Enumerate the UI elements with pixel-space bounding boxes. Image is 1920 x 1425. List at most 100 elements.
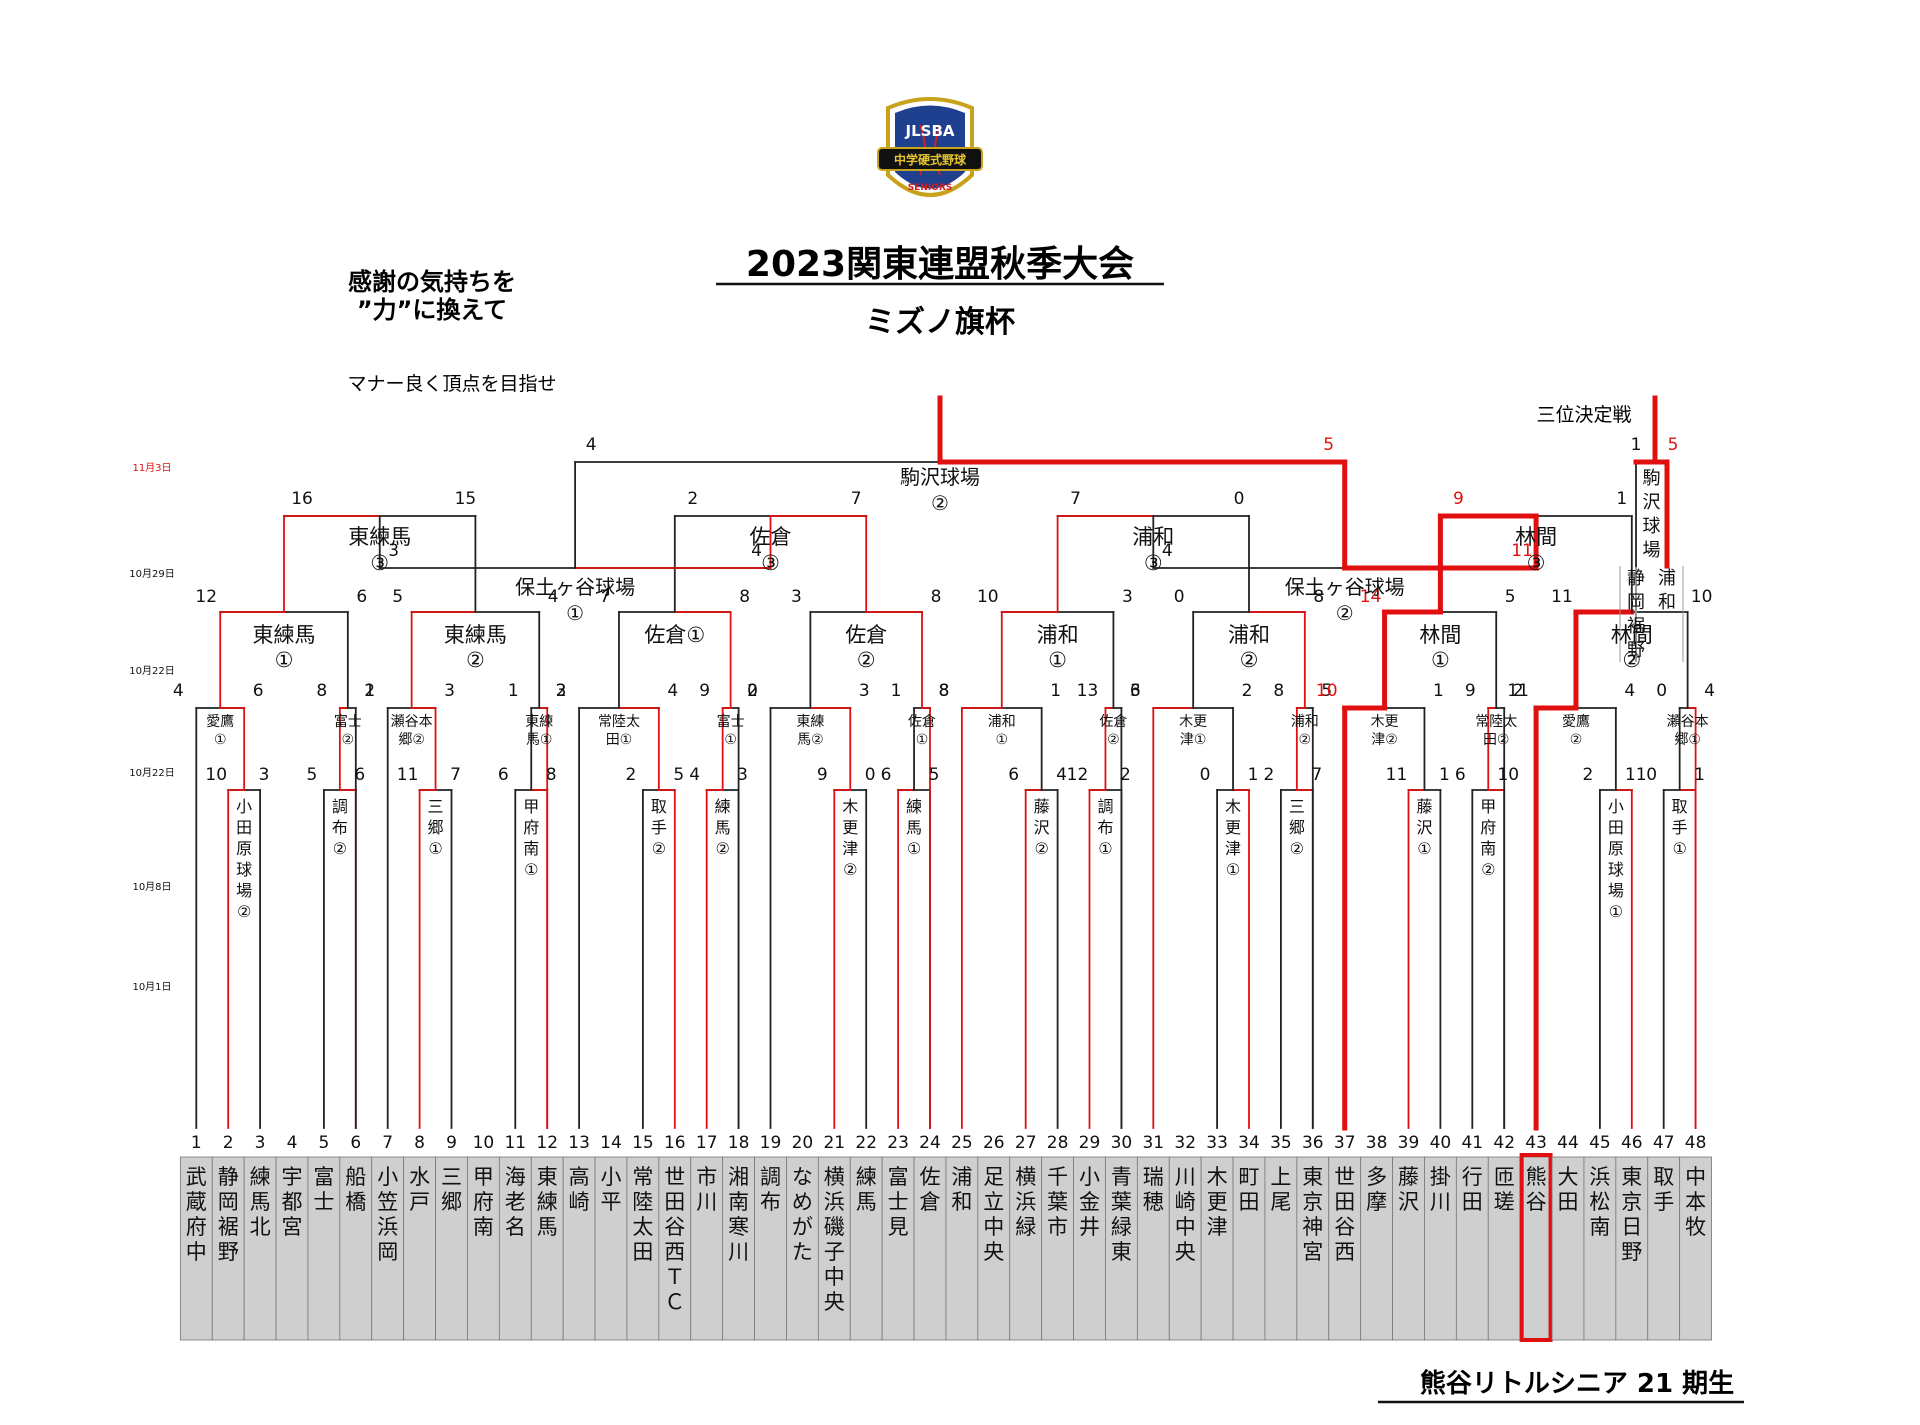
venue-label: ②: [843, 860, 857, 879]
venue-label: ②: [652, 839, 666, 858]
team-name: 練: [856, 1165, 877, 1189]
score: 11: [1386, 765, 1408, 785]
team-name: 見: [888, 1215, 909, 1239]
seed-number: 26: [983, 1133, 1005, 1153]
score: 12: [1067, 765, 1089, 785]
round-date: 10月8日: [132, 881, 171, 893]
team-name: 穂: [1143, 1190, 1164, 1214]
team-name: 崎: [1175, 1190, 1196, 1214]
team-name: 本: [1685, 1190, 1706, 1214]
score: 13: [1077, 681, 1099, 701]
team-name: 船: [345, 1165, 366, 1189]
titles: 2023関東連盟秋季大会 ミズノ旗杯 感謝の気持ちを ”力”に換えて マナー良く…: [347, 244, 1744, 1404]
team-name: 田: [1334, 1190, 1355, 1214]
score: 3: [556, 681, 567, 701]
score: 0: [1646, 765, 1657, 785]
venue-label: ①: [916, 732, 929, 748]
team-name: 京: [1302, 1190, 1323, 1214]
seed-number: 16: [664, 1133, 686, 1153]
team-cell: [817, 1156, 851, 1341]
team-name: 調: [760, 1165, 781, 1189]
team-cell: [594, 1156, 628, 1341]
venue-label: ②: [1299, 732, 1312, 748]
venue-label: 田: [1608, 818, 1624, 837]
team-name: 子: [824, 1240, 845, 1264]
team-name: 中: [983, 1215, 1004, 1239]
venue-label: ②: [1336, 601, 1354, 625]
team-name: 谷: [1334, 1215, 1355, 1239]
venue-label: ②: [1570, 732, 1583, 748]
team-name: 中: [1685, 1165, 1706, 1189]
seed-number: 14: [600, 1133, 622, 1153]
team-cell: [690, 1156, 724, 1341]
team-name: 千: [1047, 1165, 1068, 1189]
venue-label: 浦和: [1228, 623, 1270, 647]
venue-label: ②: [1034, 839, 1048, 858]
team-cell: [977, 1156, 1011, 1341]
venue-label: 津①: [1180, 732, 1207, 748]
team-name: 牧: [1685, 1215, 1706, 1239]
venue-label: ②: [1481, 860, 1495, 879]
venue-label: ②: [857, 648, 876, 672]
venue-label: 東練馬: [444, 623, 507, 647]
venue-label: 府: [523, 818, 539, 837]
seed-number: 31: [1142, 1133, 1164, 1153]
team-name: 井: [1079, 1215, 1100, 1239]
team-name: 布: [760, 1190, 781, 1214]
team-cell: [1296, 1156, 1330, 1341]
score: 1: [1439, 765, 1450, 785]
team-name: 南: [473, 1215, 494, 1239]
venue-label: ②: [715, 839, 729, 858]
team-name: 小: [1079, 1165, 1100, 1189]
team-name: め: [792, 1190, 813, 1214]
score: 7: [1070, 489, 1081, 509]
team-name: 静: [1627, 568, 1645, 589]
venue-label: 馬①: [526, 732, 553, 748]
score: 8: [1313, 587, 1324, 607]
venue-label: 田①: [606, 732, 633, 748]
seed-number: 1: [191, 1133, 202, 1153]
team-name: 馬: [856, 1190, 877, 1214]
venue-label: 佐倉①: [644, 623, 705, 647]
team-name: 摩: [1366, 1190, 1387, 1214]
team-name: 士: [313, 1190, 334, 1214]
venue-label: 浦和: [1037, 623, 1079, 647]
score: 4: [667, 681, 678, 701]
team-name: 葉: [1111, 1190, 1132, 1214]
team-name: 田: [664, 1190, 685, 1214]
score: 10: [1497, 765, 1519, 785]
round-date: 10月22日: [129, 665, 174, 677]
team-cell: [1264, 1156, 1298, 1341]
seed-number: 6: [350, 1133, 361, 1153]
score: 10: [1316, 681, 1338, 701]
score: 7: [600, 587, 611, 607]
venue-label: 球: [1643, 516, 1661, 537]
team-cell: [1232, 1156, 1266, 1341]
team-name: 大: [1558, 1165, 1579, 1189]
page-subtitle: ミズノ旗杯: [865, 305, 1015, 340]
venue-label: 府: [1480, 818, 1496, 837]
team-name: 士: [888, 1190, 909, 1214]
team-name: 葉: [1047, 1190, 1068, 1214]
venue-label: 甲: [1480, 797, 1496, 816]
score: 3: [859, 681, 870, 701]
score: 6: [498, 765, 509, 785]
venue-label: 佐倉: [750, 525, 792, 549]
team-name: 馬: [250, 1190, 271, 1214]
venue-label: 取: [1672, 797, 1688, 816]
venue-label: 原: [236, 839, 252, 858]
score: 5: [1505, 587, 1516, 607]
seed-number: 37: [1334, 1133, 1356, 1153]
score: 8: [546, 765, 557, 785]
seed-number: 21: [823, 1133, 845, 1153]
venue-label: 南: [1480, 839, 1496, 858]
team-name: 金: [1079, 1190, 1100, 1214]
team-name: 浦: [1658, 568, 1676, 589]
venue-label: 津②: [1371, 732, 1398, 748]
team-name: 笠: [377, 1190, 398, 1214]
venue-label: 佐倉: [1099, 714, 1127, 730]
venue-label: 郷: [428, 818, 444, 837]
score: 5: [1323, 435, 1334, 455]
score: 5: [1321, 681, 1332, 701]
